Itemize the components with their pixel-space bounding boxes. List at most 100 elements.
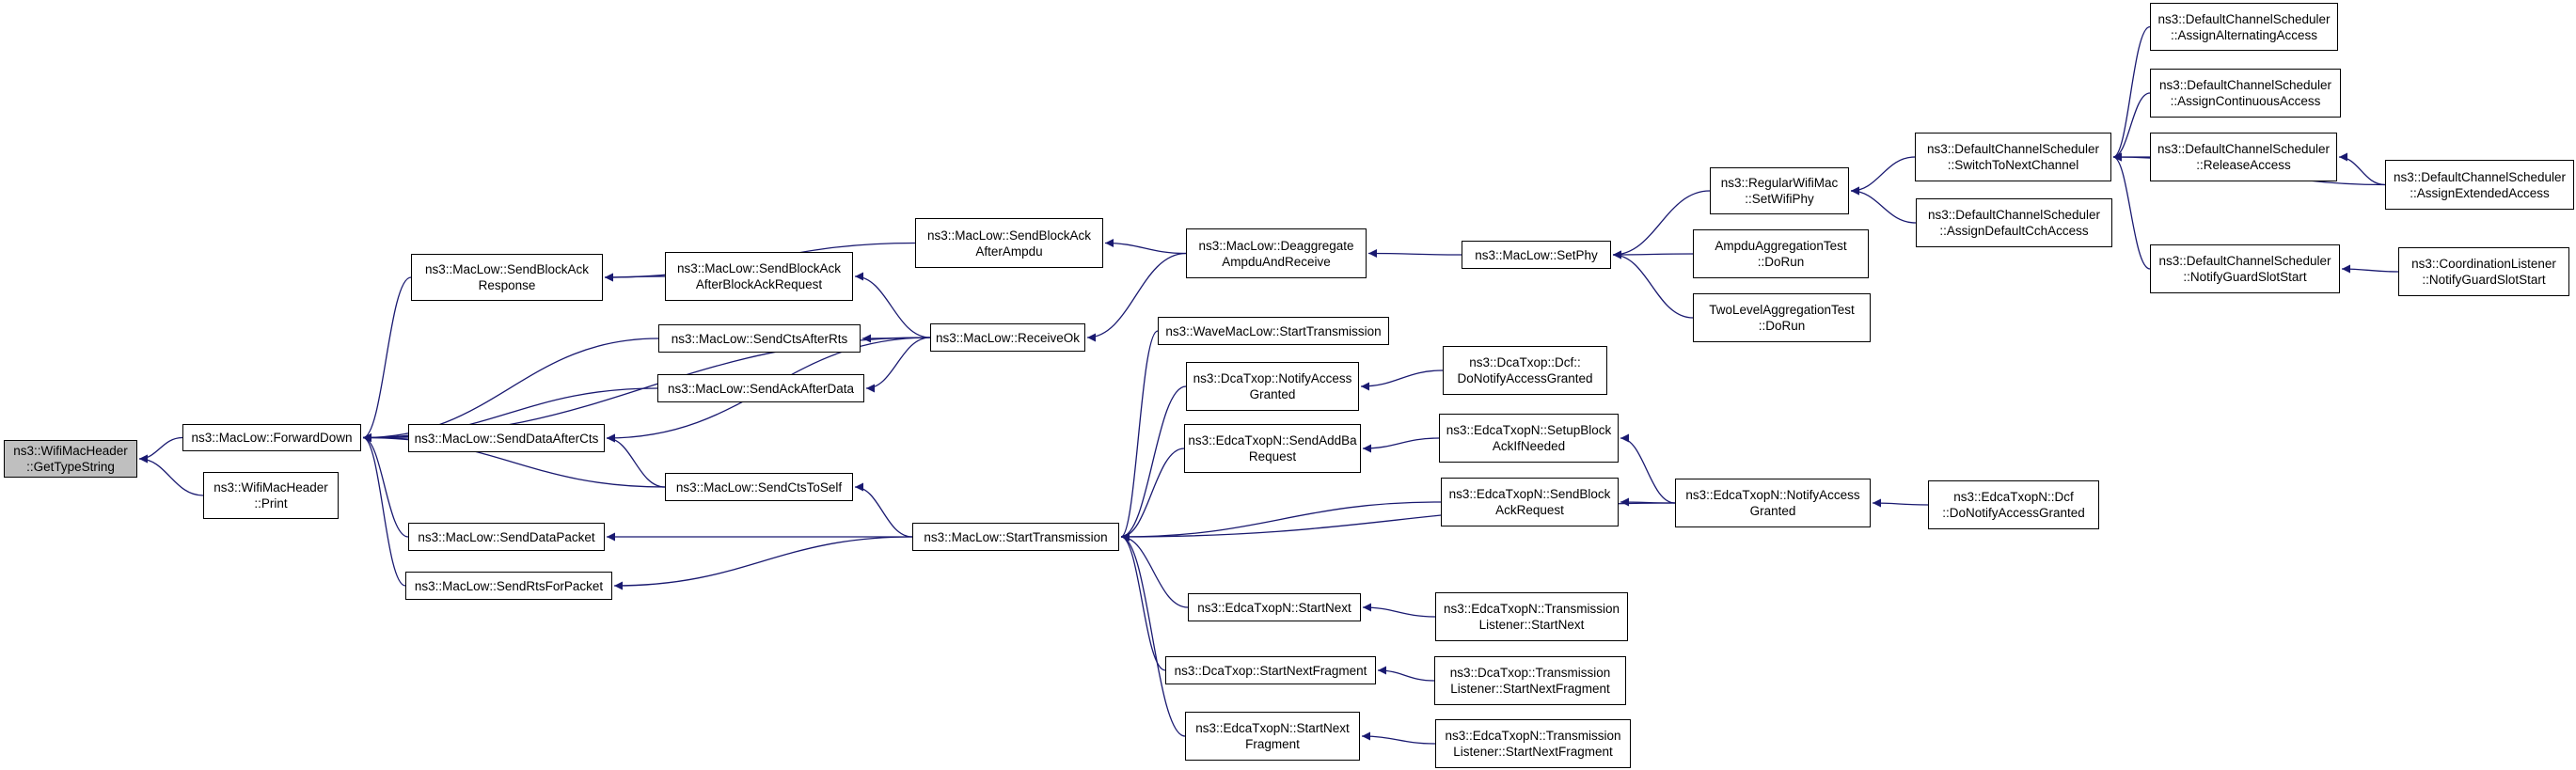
node-label-line: AfterBlockAckRequest	[695, 277, 823, 291]
node-send-ack-after-data[interactable]: ns3::MacLow::SendAckAfterData	[657, 374, 864, 402]
node-label-line: AckIfNeeded	[1492, 439, 1566, 453]
node-label-line: ns3::MacLow::SendBlockAck	[424, 262, 590, 276]
node-label-line: ns3::EdcaTxopN::NotifyAccess	[1685, 488, 1860, 502]
node-send-cts-after-rts[interactable]: ns3::MacLow::SendCtsAfterRts	[658, 324, 861, 353]
edge-dca-dcf-do-notify-to-dca-notify-access-granted	[1360, 369, 1444, 391]
node-label-line: ::Print	[254, 496, 288, 511]
node-label-line: ns3::MacLow::SendDataPacket	[418, 529, 595, 544]
node-label-line: ::SwitchToNextChannel	[1947, 158, 2079, 172]
node-label-line: ns3::DcaTxop::Transmission	[1449, 666, 1611, 680]
edge-send-block-ack-response-to-forward-down	[362, 276, 412, 442]
node-label-line: ns3::MacLow::SendAckAfterData	[667, 381, 855, 396]
node-label-line: ::AssignExtendedAccess	[2410, 185, 2550, 200]
edge-two-level-aggregation-test-to-set-phy	[1612, 250, 1694, 319]
edge-assign-continuous-to-switch-to-next-channel	[2112, 92, 2151, 162]
node-notify-guard-slot-start[interactable]: ns3::DefaultChannelScheduler::NotifyGuar…	[2150, 244, 2340, 293]
node-label-line: Listener::StartNextFragment	[1450, 682, 1610, 696]
node-wifi-print[interactable]: ns3::WifiMacHeader::Print	[203, 472, 339, 519]
edge-send-cts-to-self-to-send-data-after-cts	[606, 433, 666, 488]
node-receive-ok[interactable]: ns3::MacLow::ReceiveOk	[930, 323, 1085, 352]
edge-wifi-print-to-get-type-string	[138, 454, 204, 496]
node-label-line: ns3::WifiMacHeader	[213, 480, 328, 495]
node-label-line: ns3::DefaultChannelScheduler	[2157, 11, 2331, 26]
node-forward-down[interactable]: ns3::MacLow::ForwardDown	[182, 424, 361, 451]
edge-edca-start-next-fragment-to-start-transmission	[1120, 532, 1186, 737]
node-label-line: Response	[478, 278, 536, 292]
node-label-line: ns3::RegularWifiMac	[1720, 176, 1839, 190]
node-dca-dcf-do-notify[interactable]: ns3::DcaTxop::Dcf::DoNotifyAccessGranted	[1443, 346, 1607, 395]
node-edca-dcf-do-notify[interactable]: ns3::EdcaTxopN::Dcf::DoNotifyAccessGrant…	[1928, 480, 2099, 529]
node-label-line: ns3::CoordinationListener	[2411, 257, 2556, 271]
edge-edca-tl-start-next-to-edca-start-next	[1362, 603, 1436, 618]
node-label-line: ns3::DcaTxop::Dcf::	[1469, 355, 1581, 369]
node-label-line: AmpduAggregationTest	[1715, 239, 1847, 253]
node-label-line: ns3::MacLow::ForwardDown	[191, 431, 353, 445]
edge-start-transmission-to-send-rts-for-packet	[613, 536, 913, 590]
node-send-data-after-cts[interactable]: ns3::MacLow::SendDataAfterCts	[408, 424, 605, 452]
edge-start-transmission-to-send-cts-to-self	[854, 482, 913, 538]
edge-dca-tl-start-next-fragment-to-dca-start-next-fragment	[1377, 666, 1435, 682]
edge-edca-notify-access-granted-to-edca-setup-block-ack	[1620, 433, 1676, 504]
edge-deaggregate-to-send-block-ack-after-ampdu	[1104, 239, 1187, 255]
node-label-line: ns3::MacLow::SendCtsToSelf	[675, 479, 843, 495]
node-assign-extended[interactable]: ns3::DefaultChannelScheduler::AssignExte…	[2385, 160, 2574, 210]
node-label-line: Request	[1248, 449, 1297, 464]
edge-edca-tl-start-next-fragment-to-edca-start-next-fragment	[1361, 731, 1436, 745]
edge-edca-notify-access-granted-to-edca-send-block-ack-request	[1620, 497, 1676, 507]
node-set-phy[interactable]: ns3::MacLow::SetPhy	[1462, 241, 1611, 269]
node-send-rts-for-packet[interactable]: ns3::MacLow::SendRtsForPacket	[405, 572, 612, 600]
node-send-data-packet[interactable]: ns3::MacLow::SendDataPacket	[408, 523, 605, 551]
node-label-line: ns3::EdcaTxopN::Transmission	[1445, 729, 1621, 743]
node-send-cts-to-self[interactable]: ns3::MacLow::SendCtsToSelf	[665, 473, 853, 501]
edge-deaggregate-to-receive-ok	[1086, 252, 1187, 342]
edge-regular-set-wifi-phy-to-set-phy	[1612, 190, 1711, 259]
edge-receive-ok-to-send-block-ack-after-block-ack-request	[854, 272, 931, 338]
node-wave-start-transmission[interactable]: ns3::WaveMacLow::StartTransmission	[1158, 317, 1389, 345]
node-label-line: ::DoRun	[1758, 319, 1806, 333]
node-assign-alternating[interactable]: ns3::DefaultChannelScheduler::AssignAlte…	[2150, 3, 2338, 51]
node-release-access[interactable]: ns3::DefaultChannelScheduler::ReleaseAcc…	[2150, 133, 2337, 181]
node-coord-notify-guard-slot-start[interactable]: ns3::CoordinationListener::NotifyGuardSl…	[2398, 247, 2569, 296]
node-label-line: ns3::MacLow::ReceiveOk	[935, 330, 1081, 345]
edge-edca-dcf-do-notify-to-edca-notify-access-granted	[1872, 498, 1929, 508]
node-switch-to-next-channel[interactable]: ns3::DefaultChannelScheduler::SwitchToNe…	[1915, 133, 2111, 181]
node-edca-start-next[interactable]: ns3::EdcaTxopN::StartNext	[1188, 593, 1361, 621]
node-label-line: ::ReleaseAccess	[2196, 158, 2291, 172]
node-label-line: ns3::EdcaTxopN::SendBlock	[1448, 487, 1611, 501]
node-label-line: ns3::DcaTxop::NotifyAccess	[1193, 371, 1352, 385]
node-two-level-aggregation-test[interactable]: TwoLevelAggregationTest::DoRun	[1693, 293, 1871, 342]
node-label-line: ::NotifyGuardSlotStart	[2183, 270, 2307, 284]
node-regular-set-wifi-phy[interactable]: ns3::RegularWifiMac::SetWifiPhy	[1710, 167, 1849, 214]
node-ampdu-aggregation-test[interactable]: AmpduAggregationTest::DoRun	[1693, 229, 1869, 278]
node-start-transmission[interactable]: ns3::MacLow::StartTransmission	[912, 523, 1119, 551]
node-assign-default-cch[interactable]: ns3::DefaultChannelScheduler::AssignDefa…	[1916, 198, 2112, 247]
node-label-line: ns3::DefaultChannelScheduler	[1926, 142, 2100, 156]
node-label-line: AfterAmpdu	[975, 244, 1043, 259]
node-label-line: ns3::MacLow::SendCtsAfterRts	[671, 331, 848, 346]
node-label-line: ns3::DefaultChannelScheduler	[1927, 208, 2101, 222]
edge-assign-alternating-to-switch-to-next-channel	[2112, 25, 2151, 162]
node-assign-continuous[interactable]: ns3::DefaultChannelScheduler::AssignCont…	[2150, 69, 2341, 118]
edge-edca-send-add-ba-request-to-start-transmission	[1120, 448, 1185, 542]
node-dca-start-next-fragment[interactable]: ns3::DcaTxop::StartNextFragment	[1165, 656, 1376, 684]
edge-notify-guard-slot-start-to-switch-to-next-channel	[2112, 152, 2151, 270]
node-label-line: ns3::DcaTxop::StartNextFragment	[1174, 663, 1367, 678]
node-label-line: ns3::EdcaTxopN::StartNext	[1197, 600, 1351, 615]
node-label-line: Listener::StartNext	[1478, 618, 1585, 632]
edge-receive-ok-to-send-ack-after-data	[865, 337, 931, 393]
edge-set-phy-to-deaggregate	[1367, 249, 1462, 259]
